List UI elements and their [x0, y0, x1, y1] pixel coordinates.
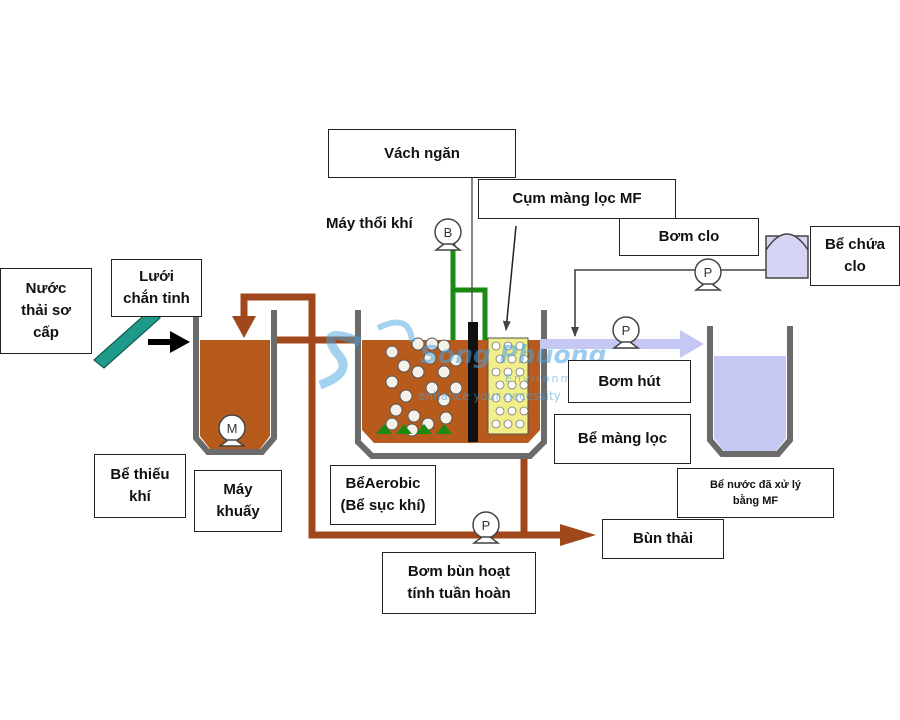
svg-text:P: P: [482, 518, 491, 533]
air-bubble: [385, 375, 399, 389]
membrane-fiber: [491, 341, 501, 351]
air-bubble: [411, 337, 425, 351]
suction-pump-icon: P: [611, 316, 641, 349]
permeate-arrow: [680, 330, 704, 358]
sludge-waste-arrow: [560, 524, 596, 546]
blower-icon: B: [433, 218, 463, 251]
air-bubble: [399, 389, 413, 403]
membrane-fiber: [507, 380, 517, 390]
watermark-logo: [318, 319, 415, 390]
air-diffuser: [416, 424, 432, 434]
luoi-chan-tinh-label: Lưới chắn tinh: [111, 259, 202, 317]
membrane-fiber: [515, 419, 525, 429]
svg-text:M: M: [227, 421, 238, 436]
permeate-pipe: [540, 339, 682, 349]
air-diffuser: [396, 424, 412, 434]
air-bubble: [385, 417, 399, 431]
membrane-fiber: [507, 354, 517, 364]
air-diffuser: [436, 424, 452, 434]
membrane-fiber: [503, 367, 513, 377]
air-bubble: [411, 365, 425, 379]
air-bubble: [437, 365, 451, 379]
air-bubble: [449, 353, 463, 367]
be-chua-clo-label: Bể chứa clo: [810, 226, 900, 286]
may-thoi-khi-label: Máy thổi khí: [326, 215, 413, 232]
chlorine-line: [571, 269, 770, 337]
svg-text:B: B: [444, 225, 453, 240]
fine-screen: [93, 309, 161, 369]
recycle-pipe: [240, 293, 316, 355]
air-bubble: [425, 337, 439, 351]
membrane-fiber: [491, 393, 501, 403]
sludge-pump-icon: P: [471, 511, 501, 544]
nuoc-thai-label: Nước thải sơ cấp: [0, 268, 92, 354]
membrane-fibers: [491, 341, 529, 429]
partition-wall: [468, 322, 478, 442]
chlorine-tank-dome: [765, 233, 809, 251]
membrane-leader: [502, 225, 517, 331]
air-bubble: [439, 411, 453, 425]
air-bubble: [407, 409, 421, 423]
svg-text:P: P: [704, 265, 713, 280]
air-bubble: [423, 351, 437, 365]
air-bubbles: [385, 337, 463, 437]
bom-bun-hoat-tinh-label: Bơm bùn hoạt tính tuần hoàn: [382, 552, 536, 614]
recycle-arrow: [232, 316, 256, 338]
membrane-fiber: [495, 380, 505, 390]
be-nuoc-da-xu-ly-label: Bể nước đã xử lý bằng MF: [677, 468, 834, 518]
air-diffuser: [376, 424, 392, 434]
membrane-fiber: [495, 354, 505, 364]
membrane-fiber: [491, 419, 501, 429]
membrane-fiber: [519, 380, 529, 390]
membrane-fiber: [503, 341, 513, 351]
air-diffusers: [376, 424, 452, 434]
be-mang-loc-label: Bể màng lọc: [554, 414, 691, 464]
vach-ngan-label: Vách ngăn: [328, 129, 516, 178]
aerobic-tank-wall: [355, 310, 547, 459]
anoxic-tank-wall: [193, 310, 277, 455]
air-bubble: [397, 359, 411, 373]
air-bubble: [389, 403, 403, 417]
bom-hut-label: Bơm hút: [568, 360, 691, 403]
anoxic-tank-liquid: [200, 340, 270, 449]
membrane-fiber: [503, 393, 513, 403]
air-bubble: [385, 345, 399, 359]
membrane-fiber: [515, 393, 525, 403]
bun-thai-label: Bùn thải: [602, 519, 724, 559]
air-bubble: [437, 393, 451, 407]
treated-tank-water: [714, 356, 786, 451]
inlet-arrow-head: [170, 331, 190, 353]
chlorine-pump-icon: P: [693, 258, 723, 291]
membrane-fiber: [515, 367, 525, 377]
air-bubble: [449, 381, 463, 395]
cum-mang-loc-label: Cụm màng lọc MF: [478, 179, 676, 219]
membrane-fiber: [491, 367, 501, 377]
air-bubble: [425, 381, 439, 395]
may-khuay-label: Máy khuấy: [194, 470, 282, 532]
mixer-icon: M: [217, 414, 247, 447]
watermark-line2: enhance your necessity: [418, 389, 561, 403]
svg-text:P: P: [622, 323, 631, 338]
bom-clo-label: Bơm clo: [619, 218, 759, 256]
be-aerobic-label: BểAerobic (Bể sục khí): [330, 465, 436, 525]
be-thieu-khi-label: Bể thiếu khí: [94, 454, 186, 518]
membrane-fiber: [503, 419, 513, 429]
membrane-fiber: [519, 354, 529, 364]
membrane-fiber: [515, 341, 525, 351]
treated-tank-wall: [707, 326, 793, 457]
membrane-fiber: [495, 406, 505, 416]
membrane-fiber: [507, 406, 517, 416]
membrane-fiber: [519, 406, 529, 416]
